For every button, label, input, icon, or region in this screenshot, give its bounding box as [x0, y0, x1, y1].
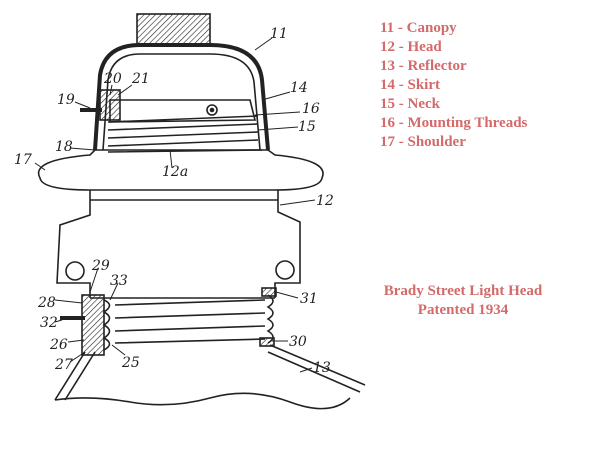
legend-item: 15 - Neck [380, 96, 440, 112]
label-21: 21 [131, 71, 150, 87]
head [56, 190, 301, 299]
skirt [80, 89, 257, 123]
label-20: 20 [103, 71, 122, 87]
canopy [93, 13, 270, 151]
leader-lines [34, 37, 316, 373]
legend-item: 13 - Reflector [380, 58, 467, 74]
legend-item: 11 - Canopy [380, 20, 457, 36]
label-32: 32 [40, 315, 58, 331]
reflector [54, 344, 366, 410]
label-14: 14 [290, 80, 308, 96]
label-28: 28 [37, 295, 56, 311]
label-26: 26 [49, 337, 68, 353]
label-27: 27 [54, 357, 73, 373]
legend-item: 17 - Shoulder [380, 134, 466, 150]
legend-item: 14 - Skirt [380, 77, 440, 93]
label-12a: 12a [162, 164, 188, 180]
label-33: 33 [110, 273, 128, 289]
caption-title: Brady Street Light Head [383, 283, 543, 299]
legend-item: 12 - Head [380, 39, 442, 55]
label-18: 18 [55, 139, 73, 155]
label-30: 30 [289, 334, 307, 350]
neck [60, 287, 277, 356]
label-16: 16 [302, 101, 320, 117]
label-25: 25 [121, 355, 140, 371]
part-labels: 11 14 16 15 19 20 21 18 17 12a 12 29 33 … [14, 26, 334, 376]
parts-legend: 11 - Canopy 12 - Head 13 - Reflector 14 … [380, 19, 527, 152]
mounting-threads [107, 115, 263, 153]
label-11: 11 [270, 26, 288, 42]
shoulder [37, 149, 324, 191]
label-29: 29 [91, 258, 110, 274]
label-19: 19 [57, 92, 75, 108]
label-17: 17 [14, 152, 32, 168]
caption-subtitle: Patented 1934 [417, 302, 509, 318]
label-15: 15 [298, 119, 316, 135]
label-13: 13 [313, 360, 331, 376]
label-12: 12 [316, 193, 334, 209]
label-31: 31 [300, 291, 318, 307]
figure-caption: Brady Street Light Head Patented 1934 [363, 282, 563, 320]
legend-item: 16 - Mounting Threads [380, 115, 528, 131]
